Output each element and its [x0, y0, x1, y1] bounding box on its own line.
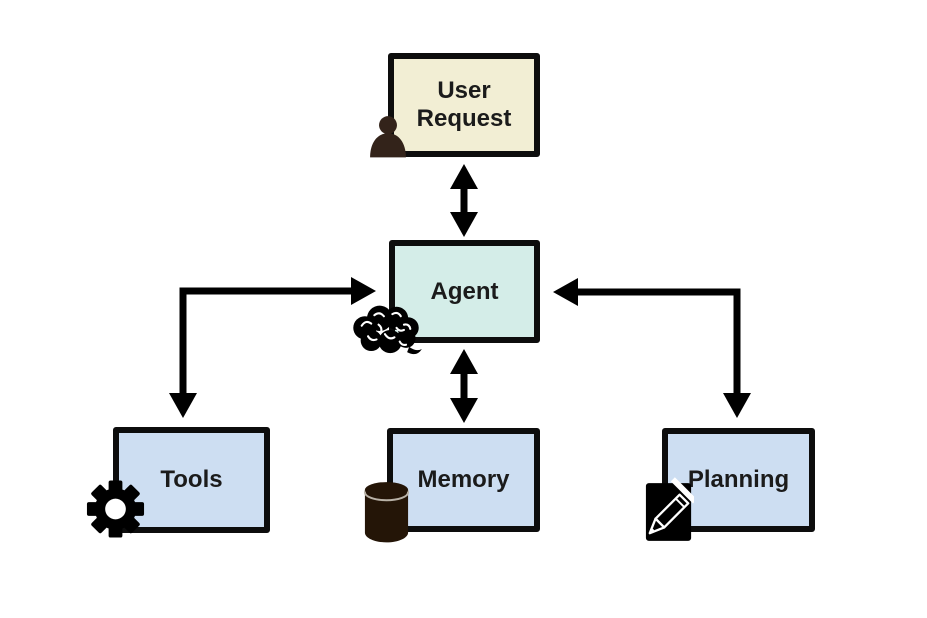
database-icon	[363, 482, 410, 543]
node-user-request: User Request	[388, 53, 540, 157]
edge-agent-memory	[450, 349, 478, 423]
node-memory-label: Memory	[417, 466, 510, 494]
node-memory: Memory	[387, 428, 540, 532]
node-tools-label: Tools	[160, 466, 223, 494]
edge-planning-agent	[553, 278, 751, 418]
node-user-request-label: User Request	[416, 77, 512, 132]
brain-icon	[353, 305, 422, 355]
node-planning-label: Planning	[687, 466, 790, 494]
edge-tools-agent	[169, 277, 376, 418]
pencil-note-icon	[645, 477, 694, 541]
person-icon	[370, 116, 406, 158]
gear-icon	[86, 480, 145, 538]
edge-user-request-agent	[450, 164, 478, 237]
node-agent-label: Agent	[430, 277, 499, 305]
